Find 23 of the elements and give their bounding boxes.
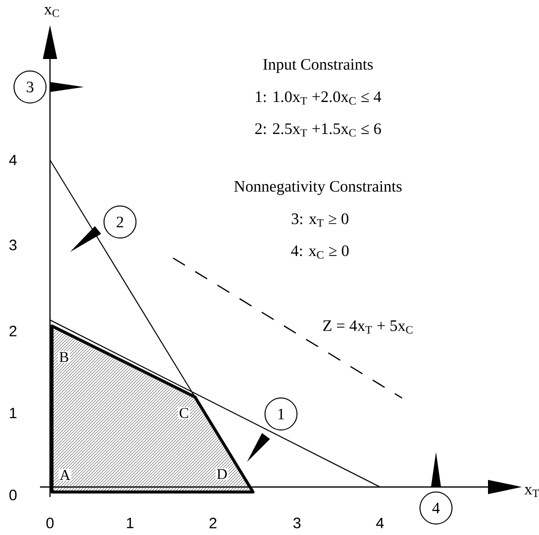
tick-label: 1 — [126, 518, 134, 528]
axis-label: x$_{C}$ — [44, 6, 59, 18]
vertex-label: A — [58, 469, 72, 481]
vertex-label: D — [216, 468, 228, 480]
axis-label: 3: x$_{T}$ ≥ 0 — [292, 213, 348, 227]
heading: Nonnegativity Constraints — [234, 180, 402, 196]
vertex-label: C — [178, 406, 190, 420]
tick-label: 3 — [293, 518, 301, 528]
tick-label: 4 — [376, 518, 384, 528]
tick-label: 0 — [46, 518, 54, 528]
tick-label: 3 — [9, 240, 17, 250]
vertex-label: B — [58, 351, 70, 363]
axis-label: Z = 4x$_{T}$ + 5x$_{C}$ — [323, 320, 412, 334]
axis-label: 2: 2.5x$_{T}$ +1.5x$_{C}$ ≤ 6 — [255, 123, 381, 137]
tick-label: 2 — [10, 326, 16, 336]
tick-label: 1 — [10, 408, 16, 418]
tick-label: 2 — [210, 518, 216, 528]
heading: Input Constraints — [263, 59, 373, 73]
axis-label: 1: 1.0x$_{T}$ +2.0x$_{C}$ ≤ 4 — [256, 91, 382, 105]
axis-label: 4: x$_{C}$ ≥ 0 — [291, 245, 349, 259]
tick-label: 4 — [9, 154, 17, 166]
tick-label: 0 — [9, 490, 17, 500]
axis-label: x$_{T}$ — [524, 487, 539, 497]
